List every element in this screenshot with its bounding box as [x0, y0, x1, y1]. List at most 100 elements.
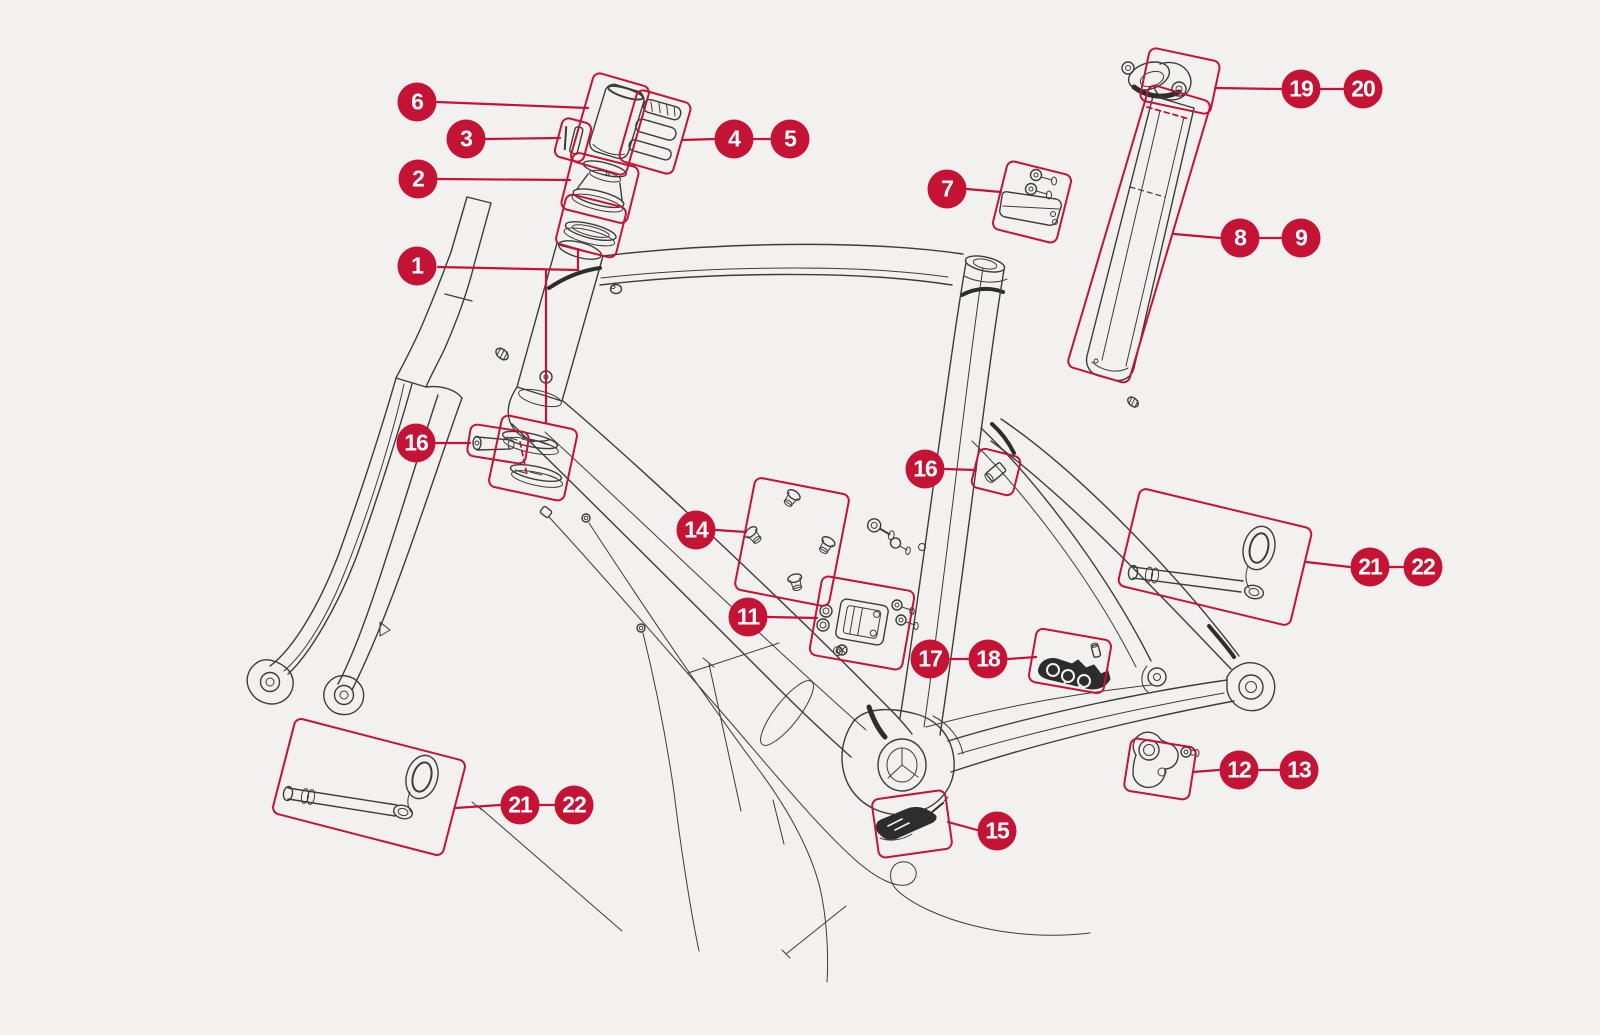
callout-21-rear: 21 [1350, 547, 1390, 587]
crown-race-seat [518, 388, 562, 408]
seat-stay-near-lower [990, 440, 1232, 670]
mount-plate-part [816, 598, 919, 656]
down-tube-midline [544, 431, 867, 731]
seatpost-edge-left [1101, 110, 1161, 361]
cable-housing-2 [588, 522, 829, 983]
stay-tip-shading [1207, 624, 1236, 659]
callout-1: 1 [397, 246, 437, 286]
cable-ferrule-3 [636, 623, 646, 633]
seatpost-drawing [1085, 61, 1195, 409]
fork-flag-detail [379, 621, 391, 637]
bb-spokes [887, 747, 919, 779]
callout-4: 4 [714, 119, 754, 159]
callout-19: 19 [1281, 69, 1321, 109]
fork-blade-midline [283, 383, 405, 672]
callout-16-fork: 16 [396, 423, 436, 463]
callout-13: 13 [1279, 750, 1319, 790]
dash-clamp-to-seatpost [1146, 106, 1190, 120]
seatpost-wedge-spring [1127, 396, 1139, 409]
clamp-head [1153, 61, 1192, 101]
clamp-bolt-right [1171, 81, 1187, 97]
rear-dropout-far-hole [1147, 667, 1167, 687]
callout-2: 2 [398, 159, 438, 199]
steerer-wedge-part [563, 125, 584, 155]
clamp-barrel [1127, 61, 1171, 91]
chain-stay-midline [957, 692, 1225, 755]
seat-stay-far-upper [980, 427, 1152, 662]
seat-stay-far-lower [971, 440, 1137, 668]
derailleur-hanger-part [1132, 731, 1200, 789]
callout-18: 18 [968, 639, 1008, 679]
callout-20: 20 [1343, 69, 1383, 109]
line-callout-1 [436, 247, 580, 272]
cluster-shading [960, 286, 1005, 297]
clamp-bolt-left [1121, 61, 1135, 75]
line-callout-7 [965, 187, 1003, 194]
loose-hardware [495, 283, 926, 556]
seat-collar-opening [964, 255, 1006, 273]
seatpost-bottom [1091, 361, 1129, 372]
line-box-to-callout-18 [1006, 655, 1038, 661]
callout-22-rear: 22 [1403, 547, 1443, 587]
seatpost-min-insert [1129, 186, 1166, 198]
fork-blade-left-inner [287, 383, 413, 675]
rear-dropout-hole [1238, 674, 1264, 700]
wishbone-shading [990, 422, 1016, 455]
callout-15: 15 [977, 811, 1017, 851]
front-thru-axle-part [282, 754, 439, 820]
callout-6: 6 [397, 82, 437, 122]
head-tube [516, 242, 604, 402]
line-box-to-callout-4 [680, 137, 716, 142]
bb-bore-outer [877, 738, 927, 792]
seatpost-edge-right [1125, 116, 1185, 367]
line-callout-16-frame [943, 467, 978, 472]
seat-tube-bottom-shading [866, 704, 888, 740]
fork-blade-left-outer [269, 377, 397, 667]
line-callout-14 [714, 528, 748, 534]
lower-headset-bearing-part [563, 221, 617, 247]
bb-collar [932, 715, 964, 755]
cable-guide-part [1038, 642, 1111, 690]
cable-liner-2 [702, 657, 742, 812]
line-box-to-callout-19 [1213, 86, 1283, 91]
upper-headset-part [571, 160, 627, 213]
part-glyphs [282, 83, 1276, 841]
rear-dropout-far-lug [1141, 665, 1149, 693]
top-tube-lower [599, 273, 953, 286]
callout-14: 14 [676, 510, 716, 550]
cable-ferrule-1 [539, 505, 553, 519]
seat-tube-rear [939, 269, 1005, 736]
clamp-shading [1131, 84, 1182, 99]
storage-door [760, 680, 814, 746]
fork-dropout-right [323, 675, 365, 716]
seatpost-body [1085, 95, 1195, 382]
callout-11: 11 [728, 597, 768, 637]
fork-crown-shoulder [425, 385, 463, 399]
line-callout-2 [436, 177, 572, 182]
seatstay-bolt-part [984, 462, 1007, 483]
line-box-to-callout-21-front [453, 803, 502, 810]
callout-16-frame: 16 [905, 449, 945, 489]
cable-ferrule-2 [581, 513, 591, 523]
line-callout-3 [484, 136, 562, 141]
fork-drawing [246, 196, 492, 716]
cable-housing-3 [642, 632, 700, 952]
line-box-to-callout-12 [1191, 768, 1221, 774]
seat-collar-base [963, 275, 1008, 283]
dash-axle-bolt-to-covers [519, 441, 528, 476]
cable-liner-3 [772, 799, 785, 845]
down-tube-lower [511, 423, 852, 758]
top-tube-upper [602, 243, 964, 257]
callout-22-front: 22 [554, 785, 594, 825]
fork-dropout-left-hole [259, 671, 281, 693]
callout-5: 5 [770, 119, 810, 159]
rear-dropout [1226, 662, 1276, 712]
line-box-to-callout-8 [1172, 232, 1222, 240]
fork-steerer-joint [444, 293, 473, 302]
callout-3: 3 [446, 119, 486, 159]
chain-stay-near-upper [947, 679, 1228, 742]
fork-blade-right-outer [351, 397, 463, 691]
